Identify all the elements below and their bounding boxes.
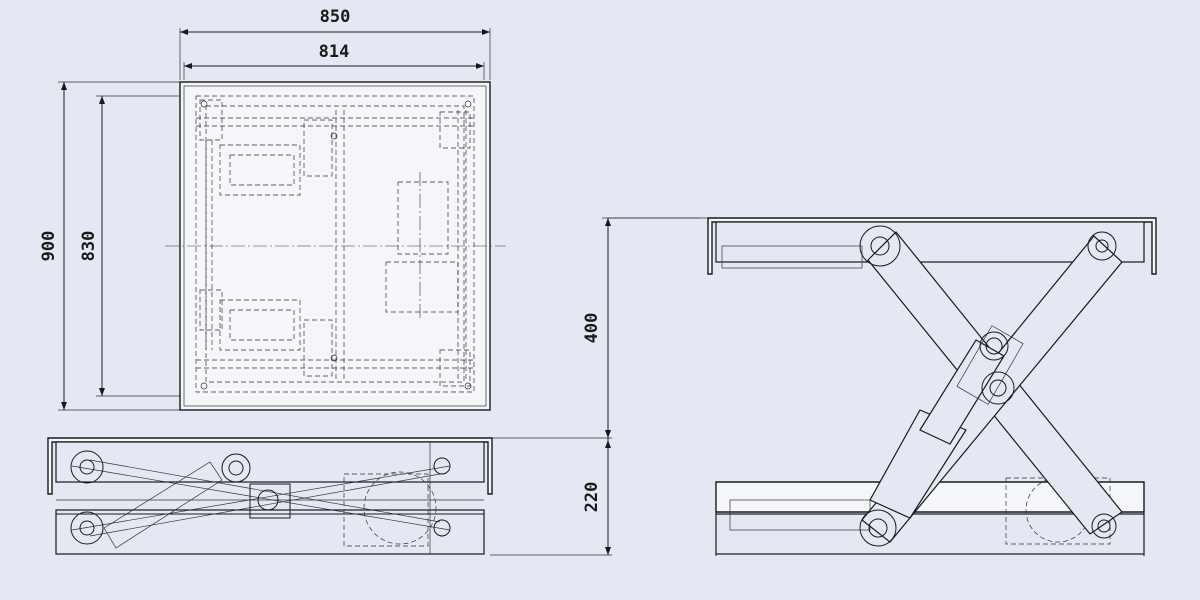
dimension-label-900: 900 [39,231,59,262]
dimension-label-830: 830 [79,231,99,262]
dimension-label-814: 814 [319,42,350,62]
front-view-lowered [47,437,612,556]
dimension-label-220: 220 [582,482,602,513]
top-view: 850 814 900 830 [39,7,506,411]
dimension-814: 814 [183,42,485,80]
dimension-850: 850 [179,7,491,80]
dimension-label-400: 400 [582,313,602,344]
side-view-raised [608,217,1157,556]
dimension-220: 220 [582,438,611,555]
dimension-label-850: 850 [320,7,351,27]
dimension-400: 400 [582,217,700,438]
dimension-900: 900 [39,81,180,411]
